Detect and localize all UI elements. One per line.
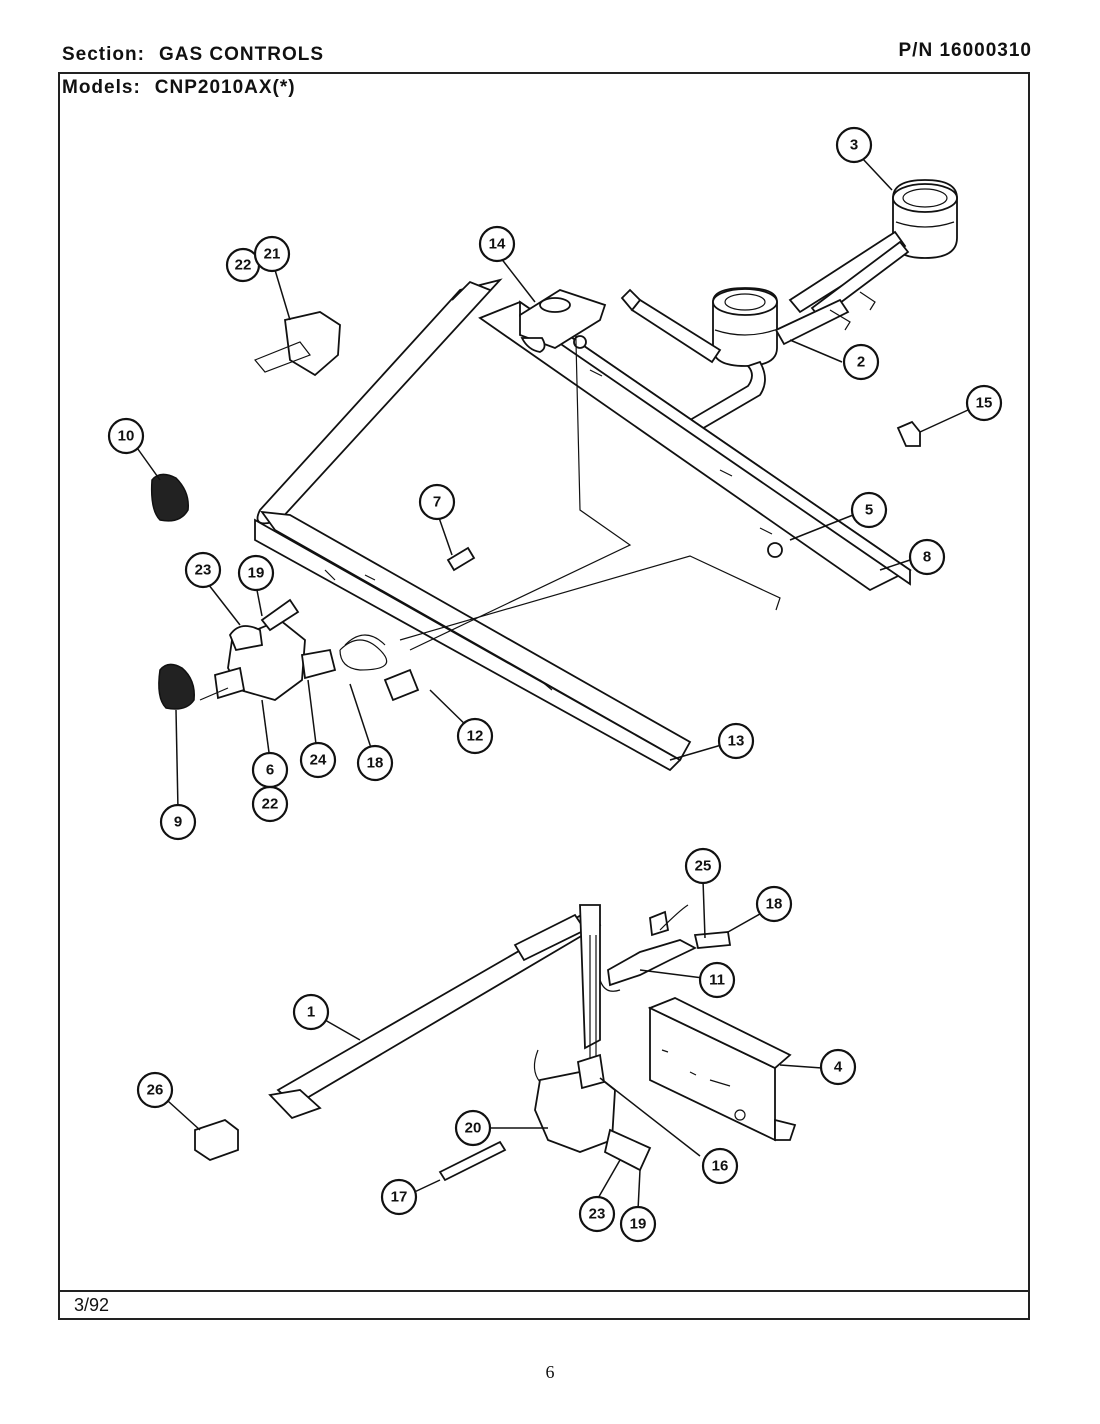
callout-18-top: 18 [356, 744, 394, 782]
svg-text:3: 3 [850, 137, 858, 154]
burner-knobs [150, 473, 195, 710]
callout-14: 14 [478, 225, 516, 263]
svg-text:11: 11 [709, 972, 725, 989]
svg-text:2: 2 [857, 354, 865, 371]
svg-text:14: 14 [489, 236, 506, 253]
svg-text:22: 22 [262, 796, 279, 813]
callout-8: 8 [908, 538, 946, 576]
svg-text:24: 24 [310, 752, 327, 769]
svg-text:12: 12 [467, 728, 484, 745]
svg-text:26: 26 [147, 1082, 164, 1099]
svg-text:5: 5 [865, 502, 873, 519]
callout-2: 2 [842, 343, 880, 381]
svg-text:22: 22 [235, 257, 252, 274]
oven-burner [268, 904, 602, 1120]
callout-22-top: 22 [225, 247, 261, 283]
svg-text:18: 18 [766, 896, 783, 913]
svg-text:18: 18 [367, 755, 384, 772]
callout-16: 16 [701, 1147, 739, 1185]
page-number: 6 [545, 1362, 555, 1382]
valve-hood [254, 311, 341, 377]
small-bracket [194, 1118, 239, 1161]
callout-19-bottom: 19 [619, 1205, 657, 1243]
models-heading: Models: CNP2010AX(*) [62, 77, 296, 99]
callout-3: 3 [835, 126, 873, 164]
callout-23-top: 23 [184, 551, 222, 589]
svg-text:21: 21 [264, 246, 281, 263]
svg-text:1: 1 [307, 1004, 315, 1021]
callout-23-bottom: 23 [578, 1195, 616, 1233]
spark-igniter [519, 289, 607, 353]
oven-valve [533, 1049, 652, 1172]
callout-24: 24 [299, 741, 337, 779]
svg-text:17: 17 [391, 1189, 408, 1206]
diagram-frame [58, 72, 1030, 1320]
svg-text:9: 9 [174, 814, 182, 831]
svg-text:16: 16 [712, 1158, 729, 1175]
footer-divider [58, 1290, 1030, 1292]
svg-text:20: 20 [465, 1120, 482, 1137]
svg-text:6: 6 [266, 762, 274, 779]
callout-13: 13 [717, 722, 755, 760]
svg-text:25: 25 [695, 858, 712, 875]
callout-1: 1 [292, 993, 330, 1031]
callout-15: 15 [965, 384, 1003, 422]
callout-11: 11 [698, 961, 736, 999]
section-heading: Section: GAS CONTROLS [62, 44, 324, 66]
callout-9: 9 [159, 803, 197, 841]
callout-18-bottom: 18 [755, 885, 793, 923]
mounting-screw [438, 1140, 507, 1182]
valve-bracket [647, 997, 797, 1142]
callout-7: 7 [418, 483, 456, 521]
svg-text:15: 15 [976, 395, 993, 412]
svg-text:19: 19 [630, 1216, 647, 1233]
section-value: GAS CONTROLS [158, 44, 325, 65]
callout-20: 20 [454, 1109, 492, 1147]
callout-22-bottom: 22 [251, 785, 289, 823]
callout-21: 21 [253, 235, 291, 273]
svg-text:23: 23 [195, 562, 212, 579]
callout-26: 26 [136, 1071, 174, 1109]
models-label: Models: [62, 77, 141, 98]
front-rail [254, 278, 692, 772]
part-number: P/N 16000310 [898, 40, 1032, 61]
orifice-spud [446, 546, 476, 572]
revision-date: 3/92 [74, 1295, 110, 1315]
burner-valve [199, 598, 337, 701]
callout-25: 25 [684, 847, 722, 885]
models-value: CNP2010AX(*) [154, 77, 296, 98]
burner-large [788, 179, 958, 320]
svg-text:4: 4 [834, 1059, 843, 1076]
svg-text:7: 7 [433, 494, 441, 511]
pilot-tubing [339, 299, 781, 702]
callout-17: 17 [380, 1178, 418, 1216]
callout-5: 5 [850, 491, 888, 529]
oven-igniter [599, 904, 732, 992]
svg-text:23: 23 [589, 1206, 606, 1223]
callout-6: 6 [251, 751, 289, 789]
callout-12: 12 [456, 717, 494, 755]
clip [896, 420, 921, 447]
svg-text:8: 8 [923, 549, 931, 566]
section-label: Section: [62, 44, 145, 65]
svg-text:19: 19 [248, 565, 265, 582]
callout-4: 4 [819, 1048, 857, 1086]
svg-text:13: 13 [728, 733, 745, 750]
svg-text:10: 10 [118, 428, 135, 445]
callout-19-top: 19 [237, 554, 275, 592]
callout-10: 10 [107, 417, 145, 455]
